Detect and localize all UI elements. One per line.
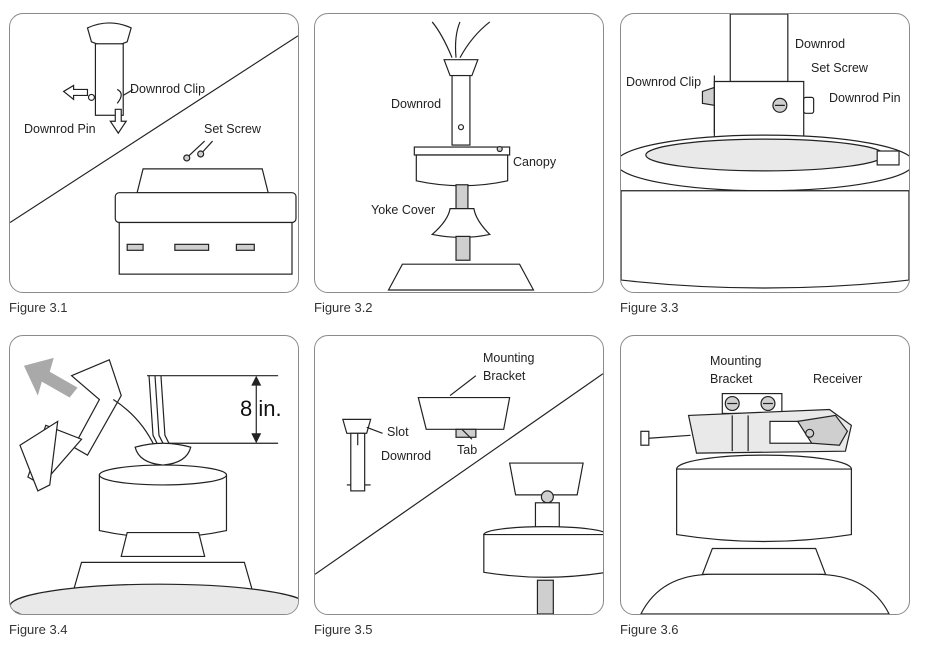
- figure-3-5-caption: Figure 3.5: [314, 622, 373, 637]
- mounting-bracket-label-line1: Mounting: [710, 354, 762, 368]
- measure-label: 8 in.: [240, 396, 282, 421]
- figure-3-3-caption: Figure 3.3: [620, 300, 679, 315]
- receiver-label: Receiver: [813, 372, 863, 386]
- set-screw-label: Set Screw: [204, 122, 261, 136]
- figure-3-6-caption: Figure 3.6: [620, 622, 679, 637]
- figure-3-4-illustration: [10, 357, 298, 614]
- figure-3-4-caption: Figure 3.4: [9, 622, 68, 637]
- figure-3-2-panel: Downrod Canopy Yoke Cover: [314, 13, 604, 293]
- downrod-label: Downrod: [795, 37, 846, 51]
- figure-3-1-illustration: [10, 22, 298, 275]
- tab-label: Tab: [457, 443, 478, 457]
- canopy-label: Canopy: [513, 155, 557, 169]
- downrod-label: Downrod: [381, 449, 432, 463]
- figure-3-6-panel: Mounting Bracket Receiver: [620, 335, 910, 615]
- downrod-label: Downrod: [391, 97, 442, 111]
- downrod-clip-label: Downrod Clip: [626, 75, 702, 89]
- mounting-bracket-label-line2: Bracket: [483, 369, 526, 383]
- figure-3-1-caption: Figure 3.1: [9, 300, 68, 315]
- yoke-cover-label: Yoke Cover: [371, 203, 436, 217]
- downrod-clip-label: Downrod Clip: [130, 82, 206, 96]
- figure-3-2-illustration: [387, 21, 535, 291]
- downrod-pin-label: Downrod Pin: [24, 122, 96, 136]
- figure-3-4-panel: 8 in.: [9, 335, 299, 615]
- figure-3-6-illustration: [640, 392, 890, 614]
- figure-3-3-panel: Downrod Set Screw Downrod Clip Downrod P…: [620, 13, 910, 293]
- slot-label: Slot: [387, 425, 409, 439]
- set-screw-label: Set Screw: [811, 61, 868, 75]
- figure-3-5-illustration: [315, 373, 603, 614]
- figure-3-3-illustration: [621, 14, 909, 289]
- mounting-bracket-label-line1: Mounting: [483, 351, 535, 365]
- figure-3-2-caption: Figure 3.2: [314, 300, 373, 315]
- figure-3-1-panel: Downrod Clip Downrod Pin Set Screw: [9, 13, 299, 293]
- downrod-pin-label: Downrod Pin: [829, 91, 901, 105]
- mounting-bracket-label-line2: Bracket: [710, 372, 753, 386]
- figure-3-5-panel: Mounting Bracket Slot Downrod Tab: [314, 335, 604, 615]
